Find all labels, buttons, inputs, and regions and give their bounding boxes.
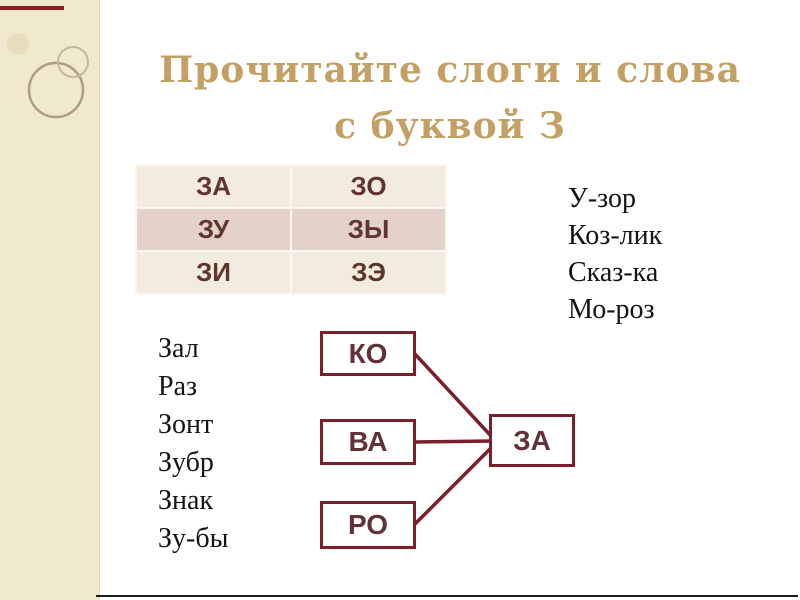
diagram-box-label: КО bbox=[348, 337, 388, 369]
diagram-box-ro: РО bbox=[320, 501, 416, 549]
syllable-cell: ЗЫ bbox=[290, 207, 447, 252]
circles-decoration-icon bbox=[7, 33, 89, 119]
list-item: Зу-бы bbox=[158, 523, 229, 554]
syllable-cell: ЗЭ bbox=[290, 250, 447, 295]
diagram-box-ko: КО bbox=[320, 331, 416, 376]
list-item: Знак bbox=[158, 485, 214, 516]
list-item: У-зор bbox=[568, 183, 637, 214]
list-item: Сказ-ка bbox=[568, 257, 659, 288]
list-item: Зубр bbox=[158, 447, 214, 478]
table-row: ЗИ ЗЭ bbox=[135, 250, 447, 295]
table-row: ЗА ЗО bbox=[135, 164, 447, 209]
list-item: Раз bbox=[158, 371, 198, 402]
diagram-box-label: ЗА bbox=[513, 424, 551, 456]
word-list-left: Зал Раз Зонт Зубр Знак Зу-бы bbox=[158, 330, 228, 558]
syllable-cell: ЗУ bbox=[135, 207, 292, 252]
syllable-table: ЗА ЗО ЗУ ЗЫ ЗИ ЗЭ bbox=[135, 164, 447, 295]
syllable-cell: ЗИ bbox=[135, 250, 292, 295]
slide-title: Прочитайте слоги и слова с буквой З bbox=[108, 42, 792, 154]
diagram-box-za: ЗА bbox=[489, 414, 575, 467]
table-row: ЗУ ЗЫ bbox=[135, 207, 447, 252]
slide-title-line2: с буквой З bbox=[334, 105, 566, 147]
bottom-rule bbox=[96, 595, 798, 597]
accent-line-top-left bbox=[0, 6, 64, 10]
list-item: Зал bbox=[158, 333, 199, 364]
slide-title-line1: Прочитайте слоги и слова bbox=[159, 49, 741, 91]
syllable-cell: ЗА bbox=[135, 164, 292, 209]
syllable-cell: ЗО bbox=[290, 164, 447, 209]
diagram-box-va: ВА bbox=[320, 419, 416, 465]
list-item: Мо-роз bbox=[568, 294, 655, 325]
list-item: Зонт bbox=[158, 409, 214, 440]
diagram-box-label: РО bbox=[347, 509, 389, 540]
diagram-box-label: ВА bbox=[348, 426, 388, 457]
word-list-right: У-зор Коз-лик Сказ-ка Мо-роз bbox=[568, 180, 662, 328]
list-item: Коз-лик bbox=[568, 220, 663, 251]
side-strip bbox=[0, 0, 100, 600]
